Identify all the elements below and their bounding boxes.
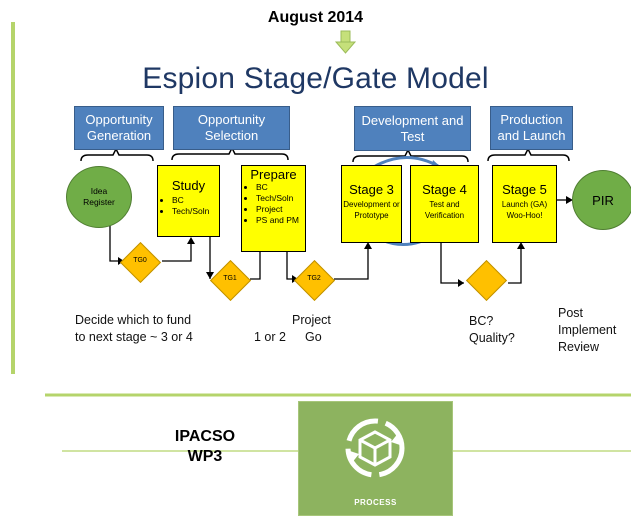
prepare-list: BC Tech/Soln Project PS and PM — [242, 182, 305, 226]
prepare-item: Project — [256, 204, 305, 215]
bracket-development — [352, 148, 469, 163]
idea-register-label: Idea Register — [83, 186, 115, 207]
note-project-line2: Go — [305, 330, 322, 344]
note-bc: BC? Quality? — [469, 313, 515, 347]
stage3-title: Stage 3 — [349, 182, 394, 197]
prepare-box: Prepare BC Tech/Soln Project PS and PM — [241, 165, 306, 252]
note-decide: Decide which to fund to next stage ~ 3 o… — [75, 312, 193, 346]
footer-ipacso-line1: IPACSO — [174, 428, 236, 445]
stage3-box: Stage 3 Development or Prototype — [341, 165, 402, 243]
prepare-title: Prepare — [250, 167, 297, 182]
left-accent-bar — [11, 22, 15, 374]
footer-ipacso-line2: WP3 — [187, 448, 223, 465]
stage3-sub: Development or Prototype — [343, 200, 400, 220]
note-project-line1: Project — [292, 313, 331, 327]
study-box: Study BC Tech/Soln — [157, 165, 220, 237]
prepare-item: PS and PM — [256, 215, 305, 226]
stage5-title: Stage 5 — [502, 182, 547, 197]
process-label: PROCESS — [354, 498, 397, 507]
bracket-production — [487, 147, 570, 162]
gate-tg2-label: TG2 — [307, 275, 321, 282]
note-bc-line2: Quality? — [469, 331, 515, 345]
gate-tg0-label: TG0 — [133, 257, 147, 264]
stage4-sub: Test and Verification — [424, 200, 465, 220]
note-decide-line2: to next stage ~ 3 or 4 — [75, 330, 193, 344]
stage5-sub: Launch (GA) Woo-Hoo! — [501, 200, 548, 220]
header-opportunity-selection: Opportunity Selection — [173, 106, 290, 150]
note-project: Project Go — [292, 312, 331, 346]
header-development-test: Development and Test — [354, 106, 471, 151]
note-post-line1: Post — [558, 306, 584, 320]
header-opportunity-generation: Opportunity Generation — [74, 106, 164, 150]
idea-register-node: Idea Register — [66, 166, 132, 228]
diagram-title: Espion Stage/Gate Model — [142, 62, 489, 95]
stage5-box: Stage 5 Launch (GA) Woo-Hoo! — [492, 165, 557, 243]
note-post-line3: Review — [558, 340, 599, 354]
pir-label: PIR — [592, 192, 614, 208]
note-one-or-two: 1 or 2 — [254, 330, 286, 344]
process-tile: PROCESS — [298, 401, 453, 516]
line-idea-tg0 — [109, 211, 118, 262]
note-post: Post Implement Review — [558, 305, 631, 356]
prepare-item: BC — [256, 182, 305, 193]
stage4-box: Stage 4 Test and Verification — [410, 165, 479, 243]
footer-ipacso: IPACSO WP3 — [160, 427, 250, 467]
stage4-title: Stage 4 — [422, 182, 467, 197]
header-production-launch: Production and Launch — [490, 106, 573, 150]
study-item: BC — [172, 195, 219, 206]
study-title: Study — [171, 178, 206, 193]
date-label: August 2014 — [267, 9, 364, 26]
study-list: BC Tech/Soln — [158, 195, 219, 217]
line-tg0-study — [162, 243, 192, 262]
gate-tg1-label: TG1 — [223, 275, 237, 282]
process-cycle-icon — [345, 418, 405, 478]
pir-node: PIR — [572, 170, 631, 230]
note-post-line2: Implement — [558, 323, 617, 337]
bracket-generation — [80, 147, 154, 162]
prepare-item: Tech/Soln — [256, 193, 305, 204]
note-bc-line1: BC? — [469, 314, 494, 328]
date-arrow-icon — [334, 30, 357, 54]
note-decide-line1: Decide which to fund — [75, 313, 192, 327]
study-item: Tech/Soln — [172, 206, 219, 217]
